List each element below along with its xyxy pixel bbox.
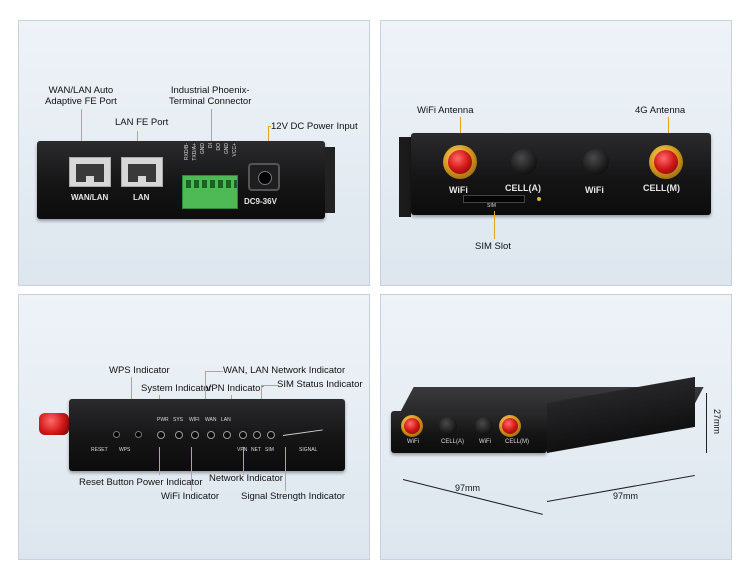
wifi-antenna-connector [443,145,477,179]
wps-button [135,431,142,438]
callout-network: Network Indicator [209,473,283,484]
width-label-right: 97mm [613,491,639,501]
wifi-cap [475,417,493,435]
panel-indicators: WPS Indicator System Indicator WAN, LAN … [18,294,370,560]
mounting-flange [399,137,411,217]
callout-system: System Indicator [141,383,212,394]
led-wan [207,431,215,439]
callout-lan-port: LAN FE Port [115,117,169,128]
callout-wan-lan-port: WAN/LAN Auto Adaptive FE Port [45,85,117,107]
leader-line [205,371,206,415]
callout-4g-antenna: 4G Antenna [635,105,686,116]
led-wifi [191,431,199,439]
wifi-print: WiFi [407,439,419,445]
cell-m-print: CELL(M) [643,183,680,193]
reset-button [113,431,120,438]
leader-line [268,126,271,127]
leader-line [159,447,160,475]
callout-wan-lan-network: WAN, LAN Network Indicator [223,365,346,376]
led-label: PWR [157,417,169,423]
leader-line [668,117,669,143]
power-led [157,431,165,439]
leader-line [211,109,212,143]
router-indicator-panel: RESET WPS PWR SYS WIFI WAN LAN VPN NET SIM SIG… [69,399,345,471]
leader-line [494,211,495,239]
mounting-flange [325,147,335,213]
leader-line [243,447,244,475]
wifi-antenna-connector [401,415,423,437]
led-lan [223,431,231,439]
sim-slot [463,195,525,203]
height-label: 27mm [712,409,722,435]
router-front-panel: WiFi CELL(A) WiFi CELL(M) SIM [411,133,711,215]
panel-ports: WAN/LAN Auto Adaptive FE Port LAN FE Por… [18,20,370,286]
callout-vpn: VPN Indicator [205,383,264,394]
terminal-connector [182,175,238,209]
terminal-pin-label: DO [216,143,222,151]
callout-wifi: WiFi Indicator [161,491,220,502]
antenna-stub [39,413,69,435]
signal-strength-bar [282,429,323,436]
led-label: SYS [173,417,184,423]
led-vpn [239,431,247,439]
signal-print: SIGNAL [299,447,318,453]
lan-port [121,157,163,187]
leader-line [81,109,82,155]
4g-antenna-connector [499,415,521,437]
led-sim [267,431,275,439]
cell-a-cap [439,417,457,435]
height-dimension [706,393,707,453]
wifi-print-2: WiFi [479,439,491,445]
cell-a-print: CELL(A) [441,439,465,445]
led-label: WAN [205,417,217,423]
leader-line [191,447,192,491]
wifi-print: WiFi [449,185,468,195]
leader-line [205,371,223,372]
callout-sim-slot: SIM Slot [475,241,511,252]
led-label: VPN [237,447,247,453]
led-label: WIFI [189,417,200,423]
leader-line [285,447,286,491]
callout-sim-status: SIM Status Indicator [277,379,363,390]
led-sys [175,431,183,439]
wan-lan-print: WAN/LAN [71,193,109,202]
wan-lan-port [69,157,111,187]
cell-m-print: CELL(M) [505,439,530,445]
wifi-print-2: WiFi [585,185,604,195]
cell-a-print: CELL(A) [505,183,541,193]
wps-print: WPS [119,447,131,453]
terminal-pin-label: TXD/A+ [192,143,198,161]
width-label-left: 97mm [455,483,481,493]
led-label: SIM [265,447,274,453]
callout-wps: WPS Indicator [109,365,170,376]
cell-a-cap [511,149,537,175]
led-net [253,431,261,439]
reset-print: RESET [91,447,108,453]
panel-antennas: WiFi Antenna 4G Antenna WiFi CELL(A) WiF… [380,20,732,286]
led-label: NET [251,447,261,453]
callout-wifi-antenna: WiFi Antenna [417,105,474,116]
dc-power-jack [248,163,280,191]
status-led [537,197,541,201]
leader-line [460,117,461,143]
terminal-pin-label: VCC+ [232,143,238,157]
wifi-cap [583,149,609,175]
led-label: LAN [221,417,231,423]
panel-dimensions: WiFi CELL(A) WiFi CELL(M) 97mm 97mm 27mm [380,294,732,560]
callout-dc-power-input: 12V DC Power Input [271,121,358,132]
sim-print: SIM [487,203,496,209]
terminal-pin-label: GND [224,143,230,155]
router-3d-front: WiFi CELL(A) WiFi CELL(M) [391,411,547,453]
4g-antenna-connector [649,145,683,179]
leader-line [261,385,277,386]
callout-terminal-connector: Industrial Phoenix- Terminal Connector [169,85,252,107]
lan-print: LAN [133,193,150,202]
terminal-pin-label: DI [208,143,214,148]
terminal-pin-label: GND [200,143,206,155]
callout-reset-power: Reset Button Power Indicator [79,477,203,488]
dc-voltage-print: DC9-36V [244,197,277,206]
callout-signal-strength: Signal Strength Indicator [241,491,346,502]
terminal-pin-label: RXD/B- [184,143,190,160]
